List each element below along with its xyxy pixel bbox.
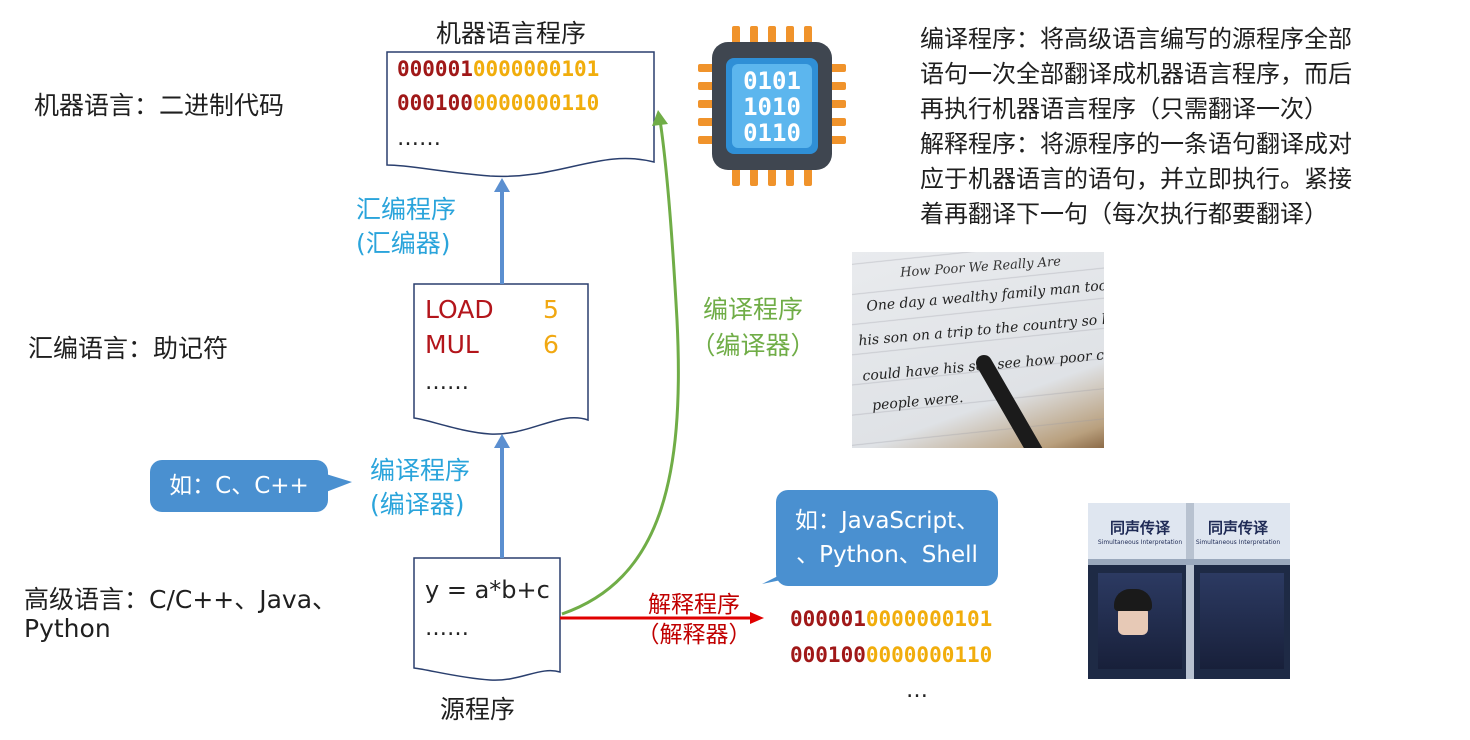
- booth-sign-left-sub: Simultaneous Interpretation: [1097, 539, 1183, 546]
- assembly-language-label: 汇编语言：助记符: [28, 334, 229, 363]
- booth-window-right: [1200, 573, 1284, 669]
- opcode: 000001: [397, 57, 473, 81]
- booth-frame: [1088, 559, 1290, 565]
- mnemonic: LOAD: [425, 295, 494, 324]
- opcode: 000100: [397, 91, 473, 115]
- operand: 5: [543, 295, 559, 324]
- interp-output-ellipsis: …: [906, 678, 928, 703]
- bubble-left-tail: [326, 474, 352, 492]
- machine-doc-ellipsis: ……: [397, 126, 441, 151]
- interp-output-line-2: 0001000000000110: [790, 638, 992, 672]
- machine-doc-line-2: 0001000000000110: [397, 86, 599, 120]
- description-line: 解释程序：将源程序的一条语句翻译成对: [920, 130, 1352, 158]
- high-level-language-label-1: 高级语言：C/C++、Java、: [24, 585, 338, 614]
- mnemonic: MUL: [425, 330, 479, 359]
- opcode: 000001: [790, 607, 866, 631]
- interpreted-example-bubble: 如：JavaScript、 、Python、Shell: [776, 490, 998, 586]
- high-level-language-label-2: Python: [24, 614, 111, 643]
- assembly-doc-shape: [413, 283, 589, 435]
- source-caption: 源程序: [440, 695, 516, 724]
- interpreter-label: 解释程序 （解释器）: [636, 592, 752, 648]
- booth-divider: [1186, 503, 1194, 679]
- description-line: 再执行机器语言程序（只需翻译一次）: [920, 95, 1328, 123]
- booth-sign-right-sub: Simultaneous Interpretation: [1195, 539, 1281, 546]
- description-line: 着再翻译下一句（每次执行都要翻译）: [920, 200, 1328, 228]
- source-doc-shape: [413, 557, 561, 681]
- booth-sign-left: 同声传译: [1109, 519, 1170, 537]
- address: 0000000110: [865, 643, 993, 667]
- address: 0000000101: [865, 607, 993, 631]
- assembly-line-1: LOAD 5: [425, 292, 559, 327]
- assembly-line-2: MUL 6: [425, 327, 559, 362]
- address: 0000000101: [472, 57, 600, 81]
- chip-binary: 0101 1010 0110: [743, 67, 801, 147]
- machine-doc-shape: [386, 51, 655, 178]
- interp-output-line-1: 0000010000000101: [790, 602, 992, 636]
- cpu-chip-icon: 0101 1010 0110: [696, 24, 848, 188]
- description-line: 语句一次全部翻译成机器语言程序，而后: [920, 60, 1352, 88]
- machine-doc-line-1: 0000010000000101: [397, 52, 599, 86]
- machine-doc-title: 机器语言程序: [436, 19, 587, 48]
- source-ellipsis: ……: [425, 616, 469, 641]
- description-line: 编译程序：将高级语言编写的源程序全部: [920, 25, 1352, 53]
- booth-sign-right: 同声传译: [1207, 519, 1268, 537]
- paper-lines: [852, 252, 1104, 448]
- interpreter-hair: [1114, 589, 1152, 611]
- description-block: 编译程序：将高级语言编写的源程序全部 语句一次全部翻译成机器语言程序，而后 再执…: [920, 22, 1352, 232]
- opcode: 000100: [790, 643, 866, 667]
- green-compiler-label: 编译程序 （编译器）: [690, 295, 816, 360]
- operand: 6: [543, 330, 559, 359]
- source-code: y = a*b+c: [425, 576, 550, 604]
- compiled-example-bubble: 如：C、C++: [150, 460, 328, 512]
- address: 0000000110: [472, 91, 600, 115]
- assembly-ellipsis: ……: [425, 370, 469, 395]
- machine-language-label: 机器语言：二进制代码: [34, 91, 285, 120]
- green-compiler-curve: [561, 119, 680, 616]
- assembler-label: 汇编程序 (汇编器): [356, 195, 457, 258]
- interpretation-booth-photo: 同声传译 Simultaneous Interpretation 同声传译 Si…: [1088, 503, 1290, 679]
- compiler-label: 编译程序 (编译器): [370, 456, 471, 519]
- description-line: 应于机器语言的语句，并立即执行。紧接: [920, 165, 1352, 193]
- handwriting-photo: How Poor We Really Are One day a wealthy…: [852, 252, 1104, 448]
